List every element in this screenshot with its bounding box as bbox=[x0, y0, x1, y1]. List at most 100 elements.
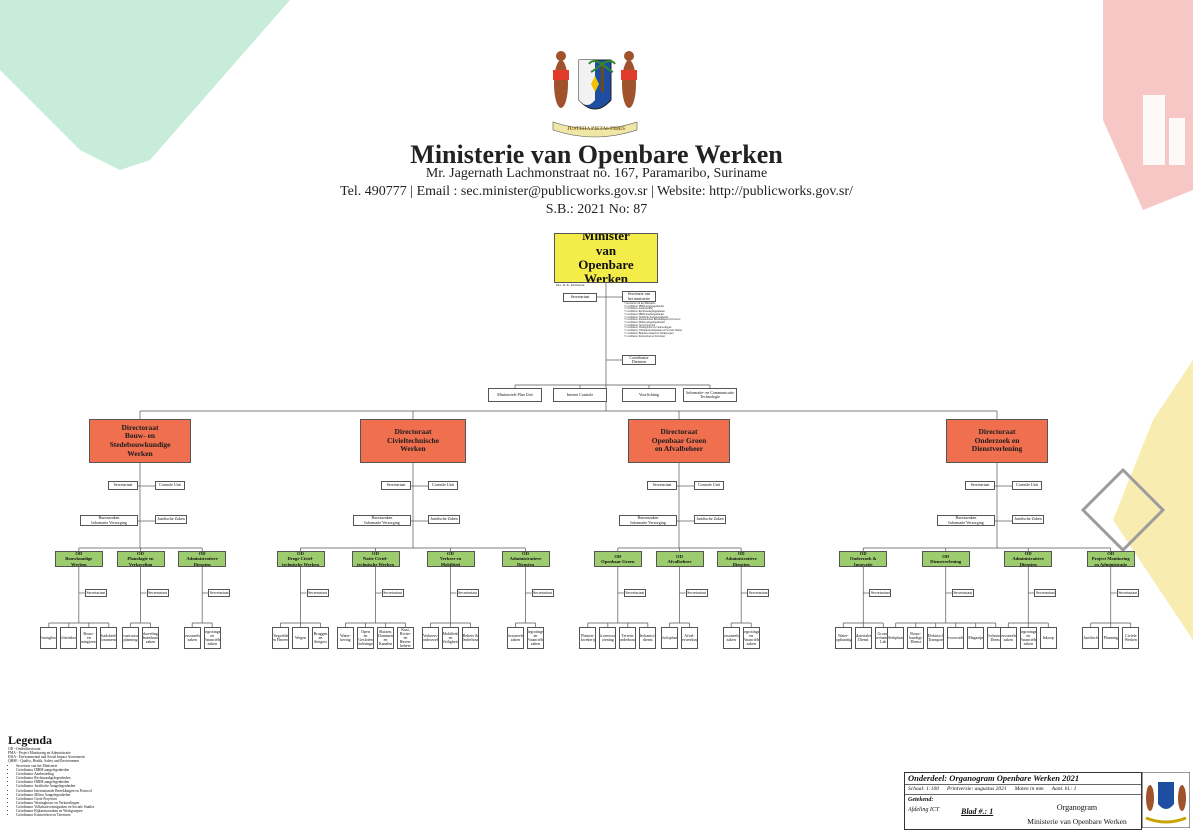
juridische-zaken-box: Juridische Zaken bbox=[694, 515, 726, 524]
od-box: OD Droge Civiel- technische Werken bbox=[276, 551, 325, 567]
title-block-blad: Blad #.: 1 bbox=[961, 807, 994, 816]
org-connector-lines bbox=[48, 283, 1132, 627]
legend-item: Coördinator Woningbouw en Verkavelingen bbox=[16, 801, 348, 805]
title-block: Onderdeel: Organogram Openbare Werken 20… bbox=[904, 772, 1142, 830]
title-block-getekend: Getekend: bbox=[908, 797, 934, 803]
controle-unit-box: Controle Unit bbox=[428, 481, 458, 490]
bureauzaken-box: Bureauzaken Informatie Verzorging bbox=[619, 515, 677, 526]
unit-box: Utiliteitsbouw bbox=[60, 627, 78, 649]
legend-abbreviation: ESIA - Environmental and Social Impact A… bbox=[8, 754, 85, 759]
title-block-aant: Aant. bl.: 1 bbox=[1051, 786, 1077, 792]
unit-box: Begrotings- en Financiële zaken bbox=[527, 627, 544, 649]
unit-box: Planten- kwekerij bbox=[579, 627, 597, 649]
unit-box: Sluizen, Dammen en Kanalen bbox=[377, 627, 394, 649]
legend-title: Legenda bbox=[8, 733, 53, 747]
unit-box: Afval- verwerking bbox=[681, 627, 698, 649]
legend-item: Coördinator Kustwerken en Terreinen bbox=[16, 813, 348, 817]
unit-box: Terrein- onderhoud bbox=[619, 627, 637, 649]
od-secretariaat-box: Secretariaat bbox=[84, 589, 107, 597]
od-secretariaat-box: Secretariaat bbox=[208, 589, 231, 597]
building-icon bbox=[1143, 95, 1185, 165]
title-block-crest-logo bbox=[1142, 772, 1190, 828]
advisors-list: • Secretaris van het Ministerie • Coördi… bbox=[624, 302, 683, 338]
minister-secretariaat-box: Secretariaat bbox=[563, 293, 597, 302]
legend-abbreviation: QHSE - Quality, Health, Safety and Envir… bbox=[8, 758, 80, 763]
bureauzaken-box: Bureauzaken Informatie Verzorging bbox=[937, 515, 995, 526]
title-block-schaal: Schaal: 1:100 bbox=[908, 786, 940, 792]
unit-box: Verkeers- onderzoek bbox=[422, 627, 439, 649]
unit-box: Personeels- zaken bbox=[999, 627, 1017, 649]
legend-item: Coördinator IBRM aangelegenheden bbox=[16, 780, 348, 784]
unit-box: Bevoorrading bbox=[947, 627, 965, 649]
page-title: Ministerie van Openbare Werken bbox=[410, 140, 783, 169]
title-block-onderdeel: Onderdeel: Organogram Openbare Werken 20… bbox=[905, 773, 1141, 785]
decorative-right-shapes bbox=[1080, 0, 1193, 640]
od-secretariaat-box: Secretariaat bbox=[747, 589, 770, 597]
od-box: OD Openbaar Groen bbox=[593, 551, 642, 567]
secretariaat-box: Secretariaat bbox=[647, 481, 677, 490]
title-block-name2: Ministerie van Openbare Werken bbox=[1027, 817, 1127, 826]
legend-item: Coördinator Rechtszaakgelegenheden bbox=[16, 776, 348, 780]
unit-box: Inkoop bbox=[1039, 627, 1057, 649]
unit-box: Water- loopkundige bbox=[834, 627, 852, 649]
od-secretariaat-box: Secretariaat bbox=[381, 589, 404, 597]
legend-item: Coördinator Internationale Betrekkingen … bbox=[16, 789, 348, 793]
unit-box: Magazijn bbox=[967, 627, 985, 649]
od-secretariaat-box: Secretariaat bbox=[869, 589, 892, 597]
sb-line: S.B.: 2021 No: 87 bbox=[545, 202, 648, 217]
bureauzaken-box: Bureauzaken Informatie Verzorging bbox=[80, 515, 138, 526]
od-secretariaat-box: Secretariaat bbox=[623, 589, 646, 597]
unit-box: Elektrisch Transport bbox=[927, 627, 945, 649]
address-line: Mr. Jagernath Lachmonstraat no. 167, Par… bbox=[425, 166, 768, 181]
juridische-zaken-box: Juridische Zaken bbox=[155, 515, 187, 524]
crest-motto: JUSTITIA PIETAS FIDES bbox=[567, 127, 625, 132]
staff-unit-box: Voorlichting bbox=[622, 388, 676, 402]
od-box: OD Natte Civiel- technische Werken bbox=[351, 551, 400, 567]
advisors-box: Secretaris van het ministerie bbox=[622, 291, 656, 302]
coordinator-box: Coördinator Diensten bbox=[622, 355, 656, 365]
od-box: OD Planologie en Verkaveling bbox=[116, 551, 165, 567]
unit-box: Stadsbeeld Monumenten bbox=[100, 627, 118, 649]
unit-box: Open en Gesloten Rioleringen bbox=[357, 627, 374, 649]
construction-sign-icon bbox=[1080, 467, 1166, 553]
unit-box: Materialen Dienst bbox=[854, 627, 872, 649]
minister-box: Minister van Openbare Werken bbox=[554, 233, 658, 283]
od-secretariaat-box: Secretariaat bbox=[1116, 589, 1139, 597]
secretariaat-box: Secretariaat bbox=[108, 481, 138, 490]
controle-unit-box: Controle Unit bbox=[155, 481, 185, 490]
coat-of-arms-logo bbox=[552, 51, 638, 138]
title-block-maten: Maten in mm bbox=[1014, 786, 1044, 792]
unit-box: Civiele Werken bbox=[1122, 627, 1140, 649]
legend-item: Coördinator Milieu Aangelegenheden bbox=[16, 793, 348, 797]
contact-line: Tel. 490777 | Email : sec.minister@publi… bbox=[340, 184, 853, 199]
unit-box: Infrastructuur- planning bbox=[122, 627, 139, 649]
title-block-meta: Schaal: 1:100 Printversie: augustus 2021… bbox=[905, 786, 1141, 795]
directorate-box: Directoraat Openbaar Groen en Afvalbehee… bbox=[628, 419, 730, 463]
juridische-zaken-box: Juridische Zaken bbox=[428, 515, 460, 524]
unit-box: Woningbouw bbox=[40, 627, 58, 649]
od-box: OD Project Monitoring en Administratie bbox=[1086, 551, 1135, 567]
unit-box: Water- kering bbox=[337, 627, 354, 649]
od-box: OD Administratieve Diensten bbox=[178, 551, 227, 567]
legend-item: Coördinator IBRM aangelegenheden bbox=[16, 768, 348, 772]
od-secretariaat-box: Secretariaat bbox=[306, 589, 329, 597]
unit-box: Vuilophaal bbox=[661, 627, 678, 649]
controle-unit-box: Controle Unit bbox=[694, 481, 724, 490]
legend-item: Coördinator Volkshuisvestingzaken en Soc… bbox=[16, 805, 348, 809]
directorate-box: Directoraat Onderzoek en Dienstverlening bbox=[946, 419, 1048, 463]
unit-box: Personeels- zaken bbox=[507, 627, 524, 649]
legend-abbreviation: PMA - Project Monitoring en Administrati… bbox=[8, 750, 71, 755]
od-box: OD Dienstverlening bbox=[921, 551, 970, 567]
od-secretariaat-box: Secretariaat bbox=[456, 589, 479, 597]
unit-box: Mobiliteit en Veiligheid bbox=[442, 627, 459, 649]
od-secretariaat-box: Secretariaat bbox=[531, 589, 554, 597]
od-secretariaat-box: Secretariaat bbox=[146, 589, 169, 597]
unit-box: Juridisch bbox=[1082, 627, 1100, 649]
legend-list: Secretaris van het MinisterieCoördinator… bbox=[8, 764, 348, 818]
unit-box: Bruggen en Steigers bbox=[312, 627, 329, 649]
secretariaat-box: Secretariaat bbox=[381, 481, 411, 490]
unit-box: Bouw- en Woningtoezicht bbox=[80, 627, 98, 649]
unit-box: Kust, Rivier- en Haven- beheer bbox=[397, 627, 414, 649]
